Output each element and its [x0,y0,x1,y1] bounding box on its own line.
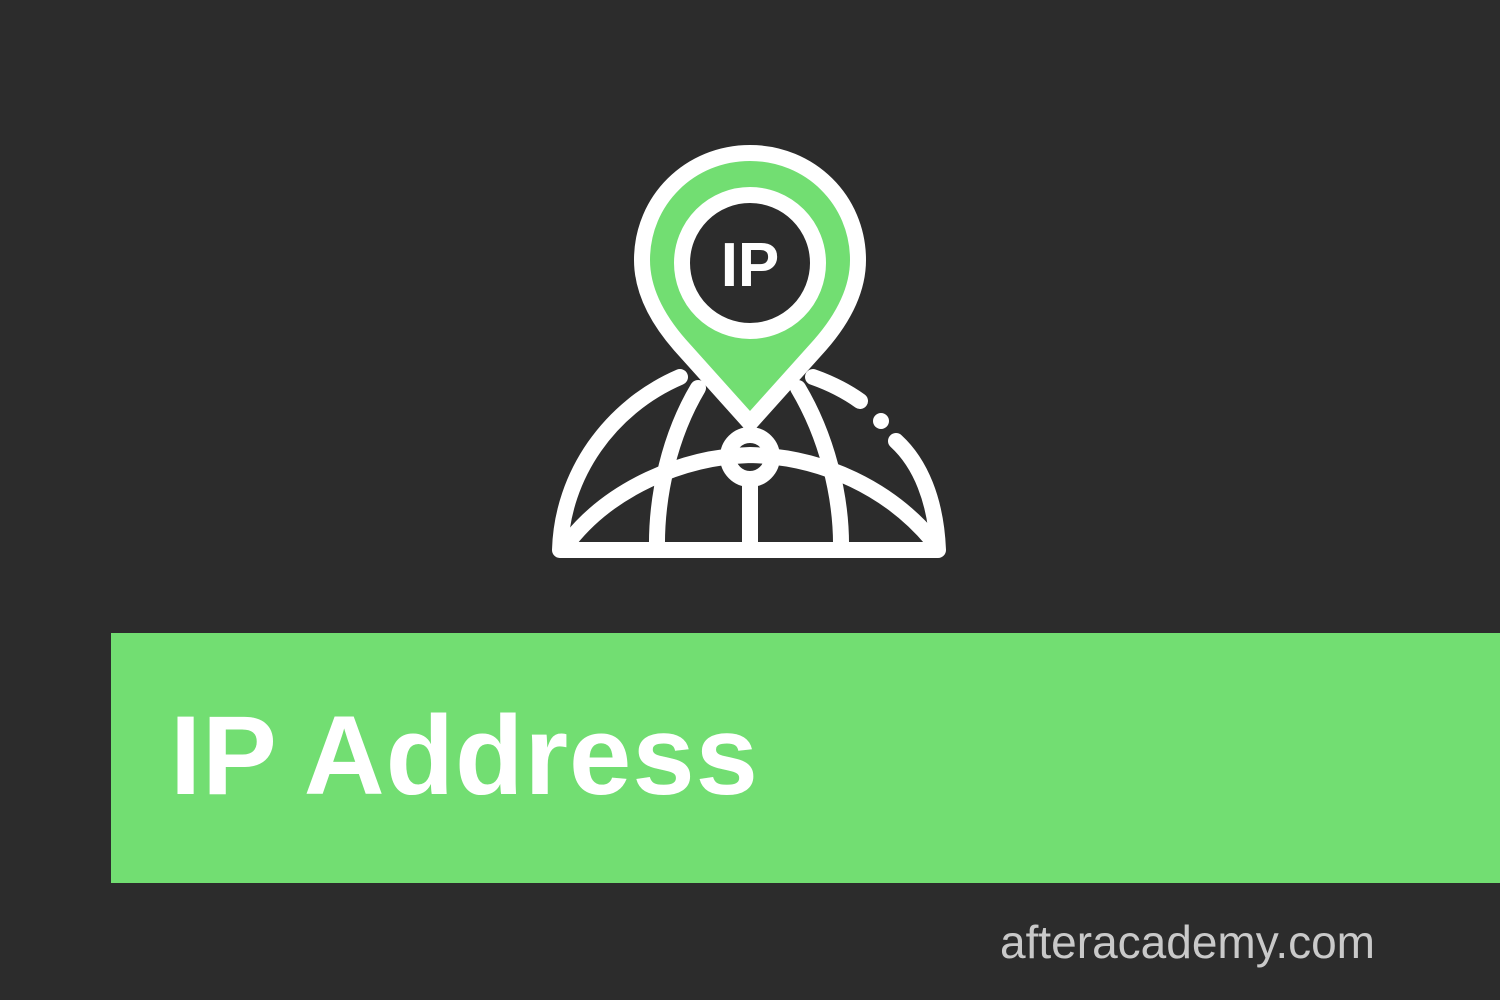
globe-dot [873,413,889,429]
globe-node [720,427,780,487]
pin-label: IP [721,231,780,300]
title-banner: IP Address [111,633,1500,883]
globe-outline-left-arc [805,369,868,409]
ip-location-globe-icon: IP [550,145,950,570]
ip-globe-svg: IP [552,145,946,558]
globe-meridian-right [790,380,850,558]
globe-outline [552,369,946,558]
pin-inner-circle [674,187,826,339]
site-url: afteracademy.com [1000,916,1375,968]
page-title: IP Address [170,693,759,818]
globe-latitude [562,447,940,548]
globe-meridian-left [648,380,706,558]
